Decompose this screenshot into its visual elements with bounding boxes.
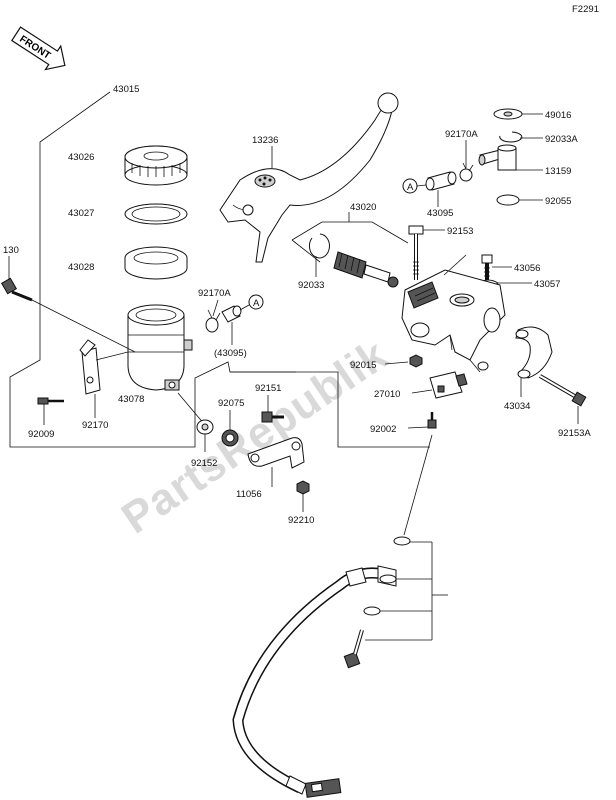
label-92002: 92002 <box>370 424 396 435</box>
label-13159: 13159 <box>545 166 571 177</box>
grommet-92075 <box>221 429 239 447</box>
label-43027: 43027 <box>68 208 94 219</box>
ref-brake-piping-leaders <box>365 541 448 641</box>
label-92153: 92153 <box>447 226 473 237</box>
label-27010: 27010 <box>374 389 400 400</box>
brake-switch-27010 <box>429 371 468 399</box>
label-43095: 43095 <box>427 208 453 219</box>
label-92151: 92151 <box>255 383 281 394</box>
label-92055: 92055 <box>545 196 571 207</box>
label-92033: 92033 <box>298 280 324 291</box>
label-92015: 92015 <box>350 360 376 371</box>
label-92152: 92152 <box>191 458 217 469</box>
washer-lower-2 <box>363 606 381 616</box>
clamp-bolt-92153A <box>538 374 587 407</box>
callout-A-left-label: A <box>253 298 260 309</box>
label-92210: 92210 <box>288 515 314 526</box>
callout-A-left <box>248 294 264 310</box>
hose-clamp-92170A-left <box>205 309 221 333</box>
handlebar-clamp-43034 <box>515 326 553 379</box>
bleeder-valve-43056 <box>481 254 493 280</box>
bracket-92170 <box>79 339 101 395</box>
piston-assembly <box>333 251 399 288</box>
diagram-code: F2291 <box>572 4 599 15</box>
label-43034: 43034 <box>504 401 530 412</box>
hose-clamp-92170A-right <box>459 162 474 182</box>
master-cylinder-body <box>401 269 506 373</box>
piston-kit-frame-43020 <box>322 221 409 244</box>
label-43057: 43057 <box>534 279 560 290</box>
assembly-frame-43015 <box>9 91 430 448</box>
label-92170A-right: 92170A <box>445 129 478 140</box>
collar-92151 <box>261 411 284 423</box>
grommet-92152 <box>196 419 214 435</box>
hose-43095-left <box>221 305 242 323</box>
circlip-92033 <box>308 233 330 259</box>
label-11056: 11056 <box>236 489 262 500</box>
label-43095-paren: (43095) <box>214 348 247 359</box>
label-13236: 13236 <box>252 135 278 146</box>
circlip-92033A <box>499 131 523 143</box>
screw-92009 <box>37 397 64 405</box>
banjo-bolt <box>343 629 364 669</box>
nut-92015 <box>409 354 423 368</box>
label-49016: 49016 <box>545 110 571 121</box>
label-92170: 92170 <box>82 420 108 431</box>
washer-upper <box>393 536 411 546</box>
label-43078: 43078 <box>118 394 144 405</box>
bracket-11056 <box>247 437 305 469</box>
pivot-bolt-92153 <box>408 225 424 280</box>
bolt-130 <box>0 277 33 302</box>
brake-hose <box>232 565 397 798</box>
front-arrow-icon: FRONT <box>11 26 66 71</box>
label-92153A: 92153A <box>558 428 591 439</box>
hose-43095-right <box>425 171 457 191</box>
diaphragm-plate-43027 <box>124 203 188 225</box>
label-92033A: 92033A <box>545 134 578 145</box>
washer-lower-1 <box>379 574 397 584</box>
reservoir-cap-43026 <box>124 145 188 186</box>
label-43028: 43028 <box>68 262 94 273</box>
callout-A-right-label: A <box>407 182 414 193</box>
label-92009: 92009 <box>28 429 54 440</box>
label-43026: 43026 <box>68 152 94 163</box>
label-43056: 43056 <box>514 263 540 274</box>
nut-92210 <box>296 480 310 495</box>
label-130: 130 <box>3 245 19 256</box>
diaphragm-43028 <box>124 246 188 280</box>
label-43015: 43015 <box>113 84 139 95</box>
hose-fitting-13159 <box>478 144 517 171</box>
reservoir-tank-43078 <box>127 304 193 391</box>
label-43020: 43020 <box>350 202 376 213</box>
screw-92002 <box>427 412 437 429</box>
o-ring-92055 <box>496 194 520 206</box>
cap-49016 <box>493 108 523 120</box>
label-92075: 92075 <box>218 398 244 409</box>
brake-lever-13236 <box>219 92 399 263</box>
label-92170A-left: 92170A <box>198 288 231 299</box>
